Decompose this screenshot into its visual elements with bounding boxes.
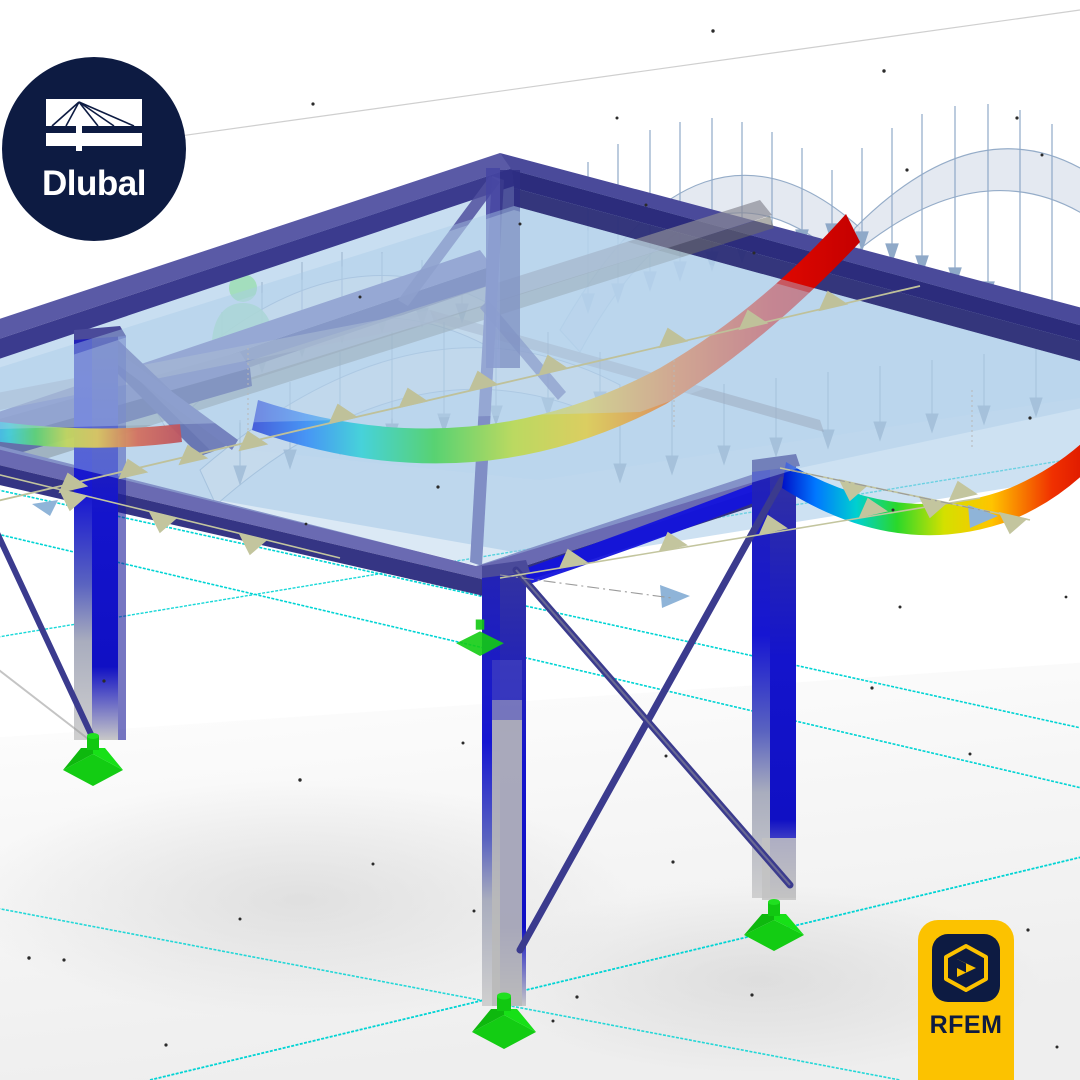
rfem-wordmark: RFEM bbox=[929, 1011, 1003, 1039]
node-markers bbox=[27, 29, 1068, 1049]
guide-line bbox=[79, 9, 1080, 151]
wind-load-arrows bbox=[0, 285, 1031, 608]
dlubal-wordmark: Dlubal bbox=[42, 164, 146, 203]
roof-surface-front[interactable] bbox=[0, 206, 1080, 566]
dlubal-logo[interactable]: Dlubal bbox=[2, 57, 186, 241]
deformation-result-ribbons bbox=[0, 214, 1080, 536]
support-symbols[interactable] bbox=[63, 619, 804, 1050]
structural-members[interactable] bbox=[0, 153, 1080, 1006]
rfem-badge[interactable]: RFEM bbox=[918, 920, 1014, 1080]
dlubal-frame-truss-icon bbox=[46, 99, 142, 159]
rfem-cube-play-icon bbox=[932, 934, 1000, 1002]
